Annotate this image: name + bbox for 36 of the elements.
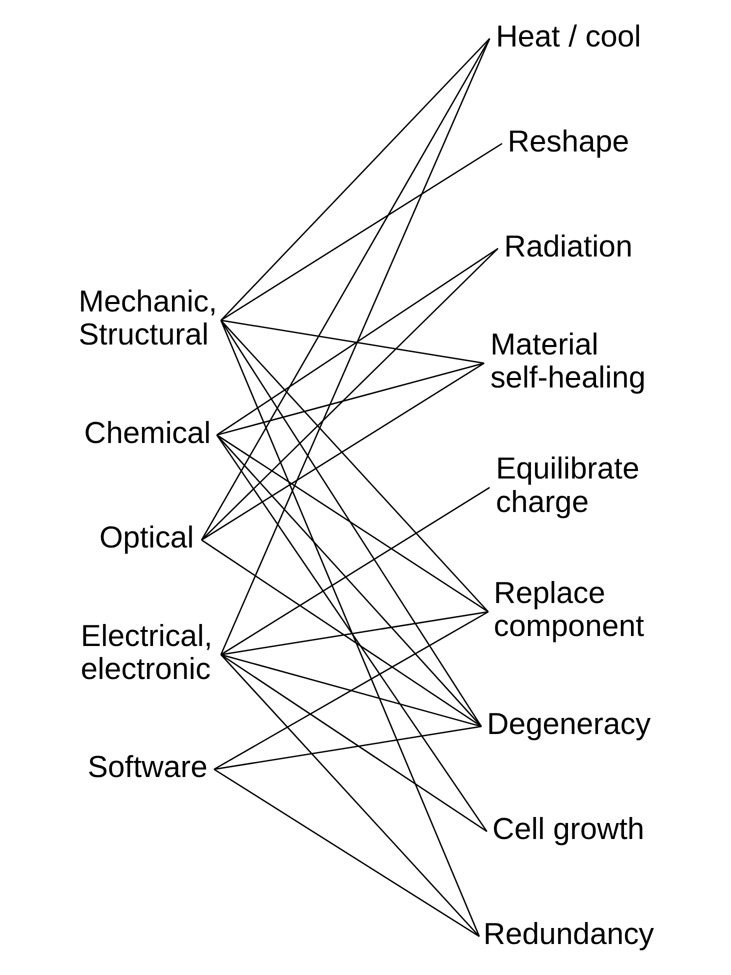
connector	[213, 611, 488, 770]
connector	[220, 611, 488, 656]
connector	[200, 539, 482, 728]
connector	[216, 248, 498, 436]
connector	[220, 654, 482, 728]
connector	[216, 362, 484, 436]
connector	[200, 248, 498, 540]
connector	[220, 38, 490, 321]
node-text: Heat / cool	[495, 19, 641, 54]
connector	[216, 434, 488, 612]
node-text: Electrical, electronic	[80, 618, 212, 686]
connector	[213, 726, 481, 770]
node-text: Chemical	[84, 416, 210, 450]
connector	[220, 486, 490, 656]
connector	[220, 320, 480, 937]
connector	[220, 654, 480, 937]
node-text: Replace component	[493, 576, 644, 644]
connector	[216, 434, 487, 832]
node-text: Cell growth	[492, 812, 644, 846]
connector	[213, 768, 480, 938]
node-text: Degeneracy	[486, 707, 650, 742]
node-text: Redundancy	[482, 917, 654, 952]
node-text: Mechanic, Structural	[78, 284, 217, 352]
node-text: Material self-healing	[490, 327, 646, 394]
connector	[220, 142, 502, 321]
connector	[220, 320, 488, 612]
node-text: Reshape	[507, 124, 629, 158]
connector	[220, 320, 484, 364]
connector	[200, 38, 490, 540]
node-text: Software	[87, 750, 208, 784]
connector	[200, 362, 484, 541]
node-text: Optical	[98, 520, 194, 555]
connector	[220, 38, 490, 655]
connector	[220, 654, 487, 832]
node-text: Radiation	[504, 229, 632, 264]
node-text: Equilibrate charge	[495, 452, 639, 519]
